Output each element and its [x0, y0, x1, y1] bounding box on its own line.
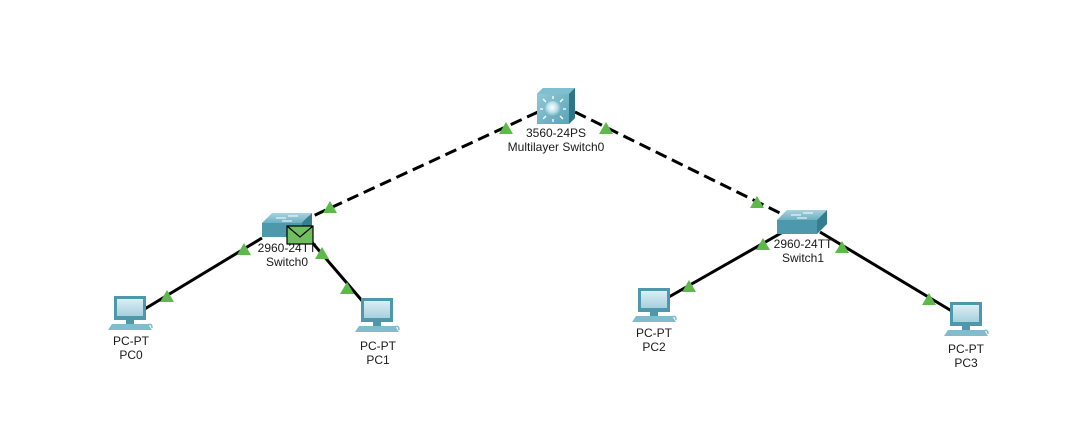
device-name: Multilayer Switch0: [507, 140, 605, 154]
device-name: PC3: [954, 356, 978, 370]
link-up-indicator: [315, 247, 329, 259]
link-up-indicator: [323, 201, 337, 213]
multilayer-switch-icon[interactable]: [537, 88, 575, 124]
device-label-pc3[interactable]: PC-PT PC3: [948, 342, 984, 370]
device-model: PC-PT: [948, 342, 984, 356]
device-name: PC0: [119, 348, 143, 362]
device-model: PC-PT: [360, 339, 396, 353]
link-mls0-sw0[interactable]: [299, 110, 539, 224]
link-up-indicator: [756, 238, 770, 250]
device-model: PC-PT: [636, 326, 672, 340]
envelope-icon[interactable]: [286, 225, 314, 245]
switch-icon[interactable]: [777, 210, 827, 234]
device-label-pc2[interactable]: PC-PT PC2: [636, 326, 672, 354]
device-model: 3560-24PS: [525, 126, 587, 140]
pc-icon[interactable]: [632, 288, 677, 322]
link-up-indicator: [599, 122, 613, 134]
device-name: PC1: [366, 353, 390, 367]
pc-icon[interactable]: [355, 298, 400, 332]
link-mls0-sw1[interactable]: [574, 110, 791, 220]
device-name: Switch0: [265, 255, 309, 269]
link-up-indicator: [499, 122, 513, 134]
pc-icon[interactable]: [944, 302, 989, 336]
device-name: Switch1: [781, 251, 825, 265]
device-model: PC-PT: [113, 334, 149, 348]
device-label-sw0[interactable]: 2960-24TT Switch0: [258, 241, 317, 269]
link-up-indicator: [750, 196, 764, 208]
link-up-indicator: [835, 241, 849, 253]
device-label-sw1[interactable]: 2960-24TT Switch1: [774, 237, 833, 265]
device-model: 2960-24TT: [773, 237, 833, 251]
link-up-indicator: [237, 243, 251, 255]
device-label-pc0[interactable]: PC-PT PC0: [113, 334, 149, 362]
link-up-indicator: [682, 280, 696, 292]
device-label-mls0[interactable]: 3560-24PS Multilayer Switch0: [508, 126, 605, 154]
device-name: PC2: [642, 340, 666, 354]
link-up-indicator: [340, 282, 354, 294]
device-label-pc1[interactable]: PC-PT PC1: [360, 339, 396, 367]
pc-icon[interactable]: [108, 296, 153, 330]
link-up-indicator: [922, 293, 936, 305]
link-up-indicator: [160, 290, 174, 302]
